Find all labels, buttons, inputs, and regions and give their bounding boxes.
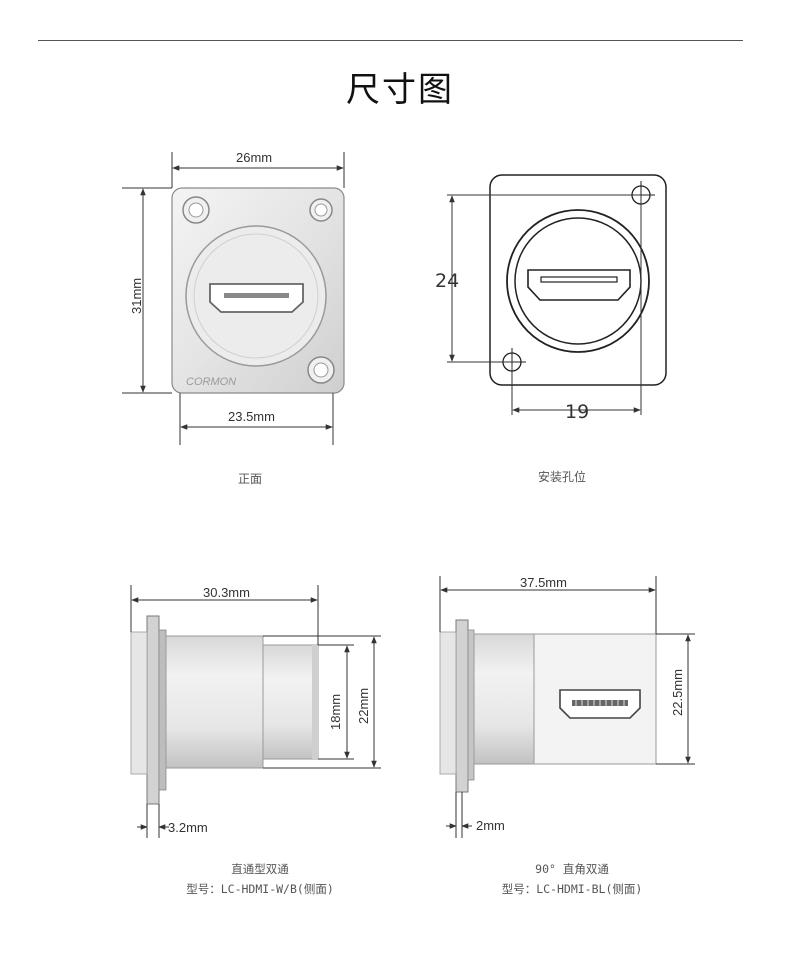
angle-caption-line1: 90° 直角双通 — [535, 862, 609, 876]
side-view-angle: 37.5mm 22.5mm 2mm — [439, 575, 695, 838]
straight-caption-line1: 直通型双通 — [231, 862, 289, 876]
angle-length-label: 37.5mm — [520, 575, 567, 590]
front-brand-mark: CORMON — [186, 376, 236, 388]
page-title: 尺寸图 — [346, 70, 454, 110]
front-view: CORMON 26mm 31mm 23.5mm — [122, 150, 345, 445]
side-view-straight: 30.3mm 18mm 22mm 3.2mm — [130, 585, 381, 838]
straight-outer-height-label: 22mm — [356, 688, 371, 724]
angle-flange-label: 2mm — [476, 818, 505, 833]
angle-caption-line2: 型号：LC-HDMI-BL(侧面) — [501, 882, 643, 896]
mount-vertical-label: 24 — [435, 270, 459, 292]
mount-view: 24 19 — [435, 174, 667, 423]
angle-height-label: 22.5mm — [670, 669, 685, 716]
straight-flange-label: 3.2mm — [168, 820, 208, 835]
front-width-label: 26mm — [236, 150, 272, 165]
straight-flange — [146, 615, 160, 805]
top-divider — [38, 40, 743, 41]
front-height-label: 31mm — [129, 278, 144, 314]
straight-length-label: 30.3mm — [203, 585, 250, 600]
straight-body — [165, 635, 264, 769]
mount-caption: 安装孔位 — [537, 470, 586, 484]
straight-inner-height-label: 18mm — [328, 694, 343, 730]
angle-flange — [455, 619, 469, 793]
angle-body — [473, 633, 535, 765]
straight-caption-line2: 型号：LC-HDMI-W/B(侧面) — [186, 882, 334, 896]
front-inner-width-label: 23.5mm — [228, 409, 275, 424]
front-caption: 正面 — [237, 472, 262, 486]
mount-horizontal-label: 19 — [565, 401, 589, 423]
hdmi-port-outline — [527, 269, 631, 301]
straight-rear-insert — [262, 644, 319, 760]
